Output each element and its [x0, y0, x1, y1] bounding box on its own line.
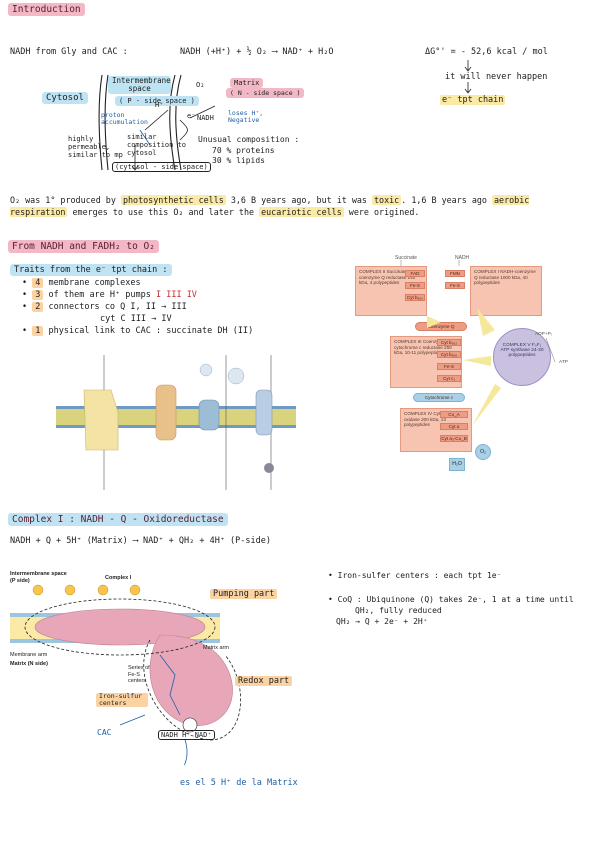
cytochrome-c: Cytochrome c	[413, 393, 465, 402]
nadh-label: NADH	[197, 114, 214, 122]
proton-accumulation: proton accumulation	[101, 111, 148, 126]
overall-equation: NADH (+H⁺) + ½ O₂ ⟶ NAD⁺ + H₂O	[180, 47, 334, 57]
fes-label-2: Fe-S	[405, 282, 425, 289]
coenzyme-q: Coenzyme Q	[415, 322, 467, 331]
complex1-label: Complex I	[105, 575, 132, 581]
c3-cytb562: Cyt b₅₆₂	[437, 339, 461, 346]
atp-label: ATP	[559, 360, 568, 365]
complex-arrows	[400, 260, 556, 426]
note-qh2-reaction: QH₂ → Q + 2e⁻ + 2H⁺	[336, 617, 428, 626]
hplus-label: H⁺	[155, 101, 164, 109]
intermembrane-label: Intermembrane space	[108, 76, 171, 94]
traits-list: • 4 membrane complexes • 3 of them are H…	[22, 277, 253, 337]
fmn-label: FMN	[445, 270, 465, 277]
etc-membrane-illustration	[56, 355, 296, 490]
fad-label: FAD	[405, 270, 425, 277]
complex-5-circle: COMPLEX V F₀F₁ ATP synthase 24-30 polype…	[493, 328, 551, 386]
ims-label: Intermembrane space (P side)	[10, 571, 67, 584]
never-happen: it will never happen	[445, 72, 548, 82]
note-iron-sulfer: • Iron-sulfer centers : each tpt 1e⁻	[328, 571, 502, 580]
o2-history-paragraph: O₂ was 1° produced by photosynthetic cel…	[10, 195, 530, 217]
tpt-chain-label: e⁻ tpt chain	[440, 95, 506, 105]
lipids-pct: 30 % lipids	[212, 156, 265, 165]
down-arrows	[464, 60, 472, 94]
mitochondria-sketch	[98, 74, 216, 171]
section-title-nadh-fadh2: From NADH and FADH₂ to O₂	[8, 240, 159, 253]
c4-cua: Cu_A	[440, 411, 468, 418]
redox-part-label: Redox part	[235, 676, 293, 686]
o2-bubble: O₂	[475, 444, 491, 460]
eminus-label: e⁻	[187, 112, 196, 120]
h2o-box: H₂O	[449, 458, 465, 471]
complex1-equation: NADH + Q + 5H⁺ (Matrix) ⟶ NAD⁺ + QH₂ + 4…	[10, 536, 271, 546]
c4-cyta: Cyt a	[440, 423, 468, 430]
section-title-introduction: Introduction	[8, 3, 85, 16]
o2-label: O₂	[196, 81, 205, 89]
note-qh2: QH₂, fully reduced	[355, 606, 442, 615]
highly-permeable: highly permeable, similar to mp	[68, 135, 123, 159]
complex1-illustration	[10, 584, 242, 765]
nadh-from-label: NADH from Gly and CAC :	[10, 47, 128, 57]
c3-cytb566: Cyt b₅₆₆	[437, 351, 461, 358]
matrix-arm-label: Matrix arm	[203, 645, 229, 651]
cac-label: CAC	[97, 728, 112, 737]
five-h-note: es el 5 H⁺ de la Matrix	[180, 778, 298, 788]
traits-subtitle: Traits from the e⁻ tpt chain :	[10, 264, 172, 276]
nadh-label: NADH	[455, 255, 470, 261]
succinate-label: Succinate	[395, 255, 417, 261]
section-title-complex-1: Complex I : NADH - Q - Oxidoreductase	[8, 513, 228, 526]
trait-item: • 2 connectors co Q I, II → III	[22, 302, 187, 312]
adp-label: ADP+Pᵢ	[535, 332, 552, 337]
proteins-pct: 70 % proteins	[212, 146, 275, 155]
complex-2-box: COMPLEX II Succinate-coenzyme Q reductas…	[355, 266, 427, 316]
membrane-arm-label: Membrane arm	[10, 652, 48, 658]
complex-flow-diagram: Succinate NADH COMPLEX II Succinate-coen…	[345, 248, 585, 488]
trait-item: • 4 membrane complexes	[22, 278, 141, 288]
cytosol-label: Cytosol	[42, 92, 88, 104]
fes-label-1: Fe-S	[445, 282, 465, 289]
unusual-composition: Unusual composition :	[198, 135, 300, 144]
note-coq: • CoQ : Ubiquinone (Q) takes 2e⁻, 1 at a…	[328, 595, 574, 604]
n-side-label: ( N - side space )	[226, 88, 305, 98]
matrix-label: Matrix	[230, 78, 264, 88]
iron-sulfur-label: Iron-sulfur centers	[96, 693, 148, 707]
trait-item: cyt C III → IV	[100, 314, 172, 324]
cytb-label: Cyt b₅₆₀	[405, 294, 425, 301]
cytosol-side-space: (cytosol - side space)	[112, 162, 211, 172]
pumping-part-label: Pumping part	[210, 589, 278, 599]
c3-fes: Fe-S	[437, 363, 461, 370]
trait-item: • 1 physical link to CAC : succinate DH …	[22, 326, 254, 336]
p-side-label: ( P - side space )	[115, 96, 199, 106]
similar-composition: similar composition to cytosol	[127, 133, 187, 157]
c4-cyta3: Cyt a₃-Cu_B	[440, 435, 468, 442]
nadh-nad-label: NADH H⁺ NAD⁺	[158, 730, 215, 740]
series-fes-label: Series of Fe-S centers	[128, 665, 150, 684]
delta-g: ΔG°' = - 52,6 kcal / mol	[425, 47, 548, 57]
matrix-n-side-label: Matrix (N side)	[10, 661, 48, 667]
complex-1-box: COMPLEX I NADH-coenzyme Q reductase 1000…	[470, 266, 542, 316]
trait-item: • 3 of them are H⁺ pumps I III IV	[22, 290, 197, 300]
loses-h-label: loses H⁺, Negative	[228, 109, 264, 124]
c3-cytc1: Cyt c₁	[437, 375, 461, 382]
